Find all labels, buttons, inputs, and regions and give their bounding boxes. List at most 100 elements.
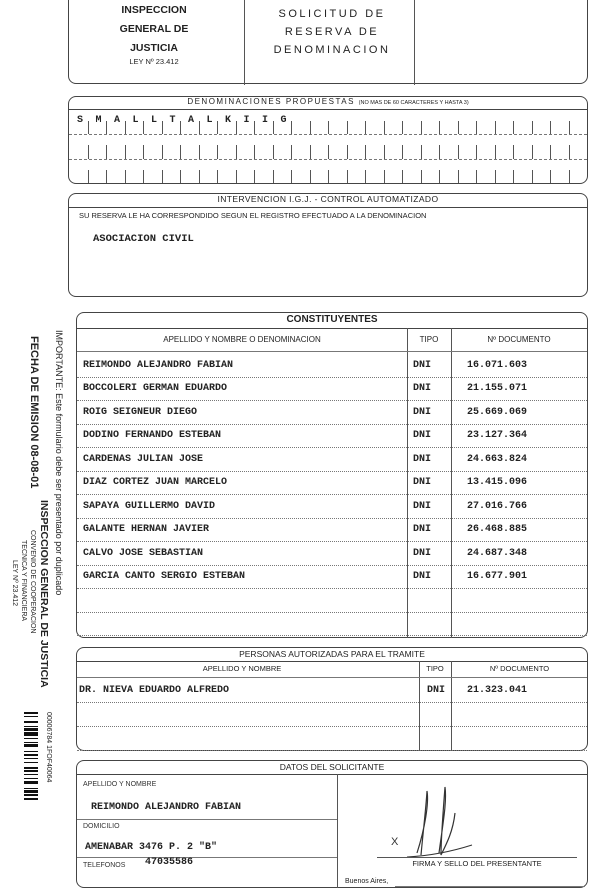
name-char: L (151, 115, 158, 126)
row-name: SAPAYA GUILLERMO DAVID (83, 500, 216, 512)
constituyentes-box: CONSTITUYENTES APELLIDO Y NOMBRE O DENOM… (76, 312, 588, 638)
side-agreement-2: TECNICA Y FINANCIERA (20, 540, 27, 622)
barcode-bar (24, 737, 38, 739)
row-name: DODINO FERNANDO ESTEBAN (83, 430, 222, 441)
row-name: CALVO JOSE SEBASTIAN (83, 547, 204, 559)
place-label: Buenos Aires, (345, 878, 389, 885)
barcode-bar (24, 761, 38, 764)
name-char: I (243, 115, 250, 126)
applicant-address: AMENABAR 3476 P. 2 "B" (85, 842, 218, 853)
row-name: DIAZ CORTEZ JUAN MARCELO (83, 477, 228, 488)
barcode-number: 00006784 1FOF40064 (45, 712, 52, 783)
phone-label: TELEFONOS (83, 862, 126, 869)
name-char: S (77, 115, 84, 126)
row-name: GARCIA CANTO SERGIO ESTEBAN (83, 571, 246, 582)
name-char: M (95, 115, 102, 126)
autorizadas-box: PERSONAS AUTORIZADAS PARA EL TRAMITE APE… (76, 647, 588, 751)
autorizadas-col-name: APELLIDO Y NOMBRE (202, 664, 282, 673)
row-doc: 21.155.071 (467, 383, 528, 394)
col-name-header: APELLIDO Y NOMBRE O DENOMINACION (163, 335, 321, 344)
row-doc: 25.669.069 (467, 406, 528, 418)
solicitante-title: DATOS DEL SOLICITANTE (77, 762, 587, 775)
org-name: INSPECCION GENERAL DE JUSTICIA (119, 4, 189, 54)
row-doc: 26.468.885 (467, 524, 528, 535)
row-doc: 23.127.364 (467, 430, 528, 441)
barcode-bar (24, 725, 38, 727)
row-name: BOCCOLERI GERMAN EDUARDO (83, 383, 228, 394)
name-char: G (280, 115, 287, 126)
row-doc: 21.323.041 (467, 685, 528, 696)
barcode-bar (24, 716, 38, 718)
form-title: SOLICITUD DE RESERVA DE DENOMINACION (273, 8, 391, 56)
law-reference: LEY Nº 23.412 (129, 57, 179, 66)
applicant-name: REIMONDO ALEJANDRO FABIAN (91, 802, 242, 813)
barcode-bar (24, 732, 38, 736)
name-char: L (206, 115, 213, 126)
side-law: LEY Nº 23.412 (11, 560, 18, 607)
barcode-bar (24, 712, 38, 715)
name-char: I (262, 115, 269, 126)
row-doc: 16.071.603 (467, 359, 528, 371)
name-label: APELLIDO Y NOMBRE (83, 781, 157, 788)
barcode-bar (24, 728, 38, 731)
igj-title: INTERVENCION I.G.J. - CONTROL AUTOMATIZA… (69, 194, 587, 208)
side-agreement: CONVENIO DE COOPERACION (29, 530, 36, 634)
col-doc-header: Nº DOCUMENTO (487, 335, 551, 344)
row-name: CARDENAS JULIAN JOSE (83, 453, 204, 465)
autorizadas-col-type: TIPO (426, 664, 444, 673)
autorizadas-rows: DR. NIEVA EDUARDO ALFREDO DNI 21.323.041 (77, 678, 587, 751)
row-type: DNI (413, 453, 432, 465)
autorizadas-col-doc: Nº DOCUMENTO (489, 664, 550, 673)
barcode-bar (24, 741, 38, 743)
barcode-bar (24, 721, 38, 723)
col-type-header: TIPO (419, 335, 439, 344)
solicitante-box: DATOS DEL SOLICITANTE APELLIDO Y NOMBRE … (76, 760, 588, 888)
row-name: REIMONDO ALEJANDRO FABIAN (83, 359, 234, 371)
name-char: K (225, 115, 232, 126)
name-char: A (114, 115, 121, 126)
row-type: DNI (413, 383, 432, 394)
side-important-note: IMPORTANTE: Este formulario debe ser pre… (54, 330, 64, 596)
row-type: DNI (413, 500, 432, 512)
barcode-bar (24, 770, 38, 773)
autorizadas-title: PERSONAS AUTORIZADAS PARA EL TRAMITE (77, 649, 587, 662)
row-name: ROIG SEIGNEUR DIEGO (83, 406, 198, 418)
igj-box: INTERVENCION I.G.J. - CONTROL AUTOMATIZA… (68, 193, 588, 297)
reserved-denomination: ASOCIACION CIVIL (93, 233, 194, 245)
row-doc: 27.016.766 (467, 500, 528, 512)
barcode-bar (24, 751, 38, 753)
row-type: DNI (413, 477, 432, 488)
barcode-bar (24, 794, 38, 796)
row-doc: 24.687.348 (467, 547, 528, 559)
side-org-line: INSPECCION GENERAL DE JUSTICIA (38, 500, 50, 688)
name-char: T (169, 115, 176, 126)
barcode-bar (24, 744, 38, 747)
row-doc: 16.677.901 (467, 571, 528, 582)
barcode-bar (24, 790, 38, 793)
barcode-bar (24, 798, 38, 800)
barcode-bar (24, 787, 38, 789)
barcode-bar (24, 757, 38, 760)
row-name: DR. NIEVA EDUARDO ALFREDO (79, 685, 230, 696)
row-type: DNI (413, 359, 432, 371)
row-doc: 13.415.096 (467, 477, 528, 488)
row-doc: 24.663.824 (467, 453, 528, 465)
proposed-names-box: DENOMINACIONES PROPUESTAS (NO MAS DE 60 … (68, 96, 588, 184)
side-issue-date: FECHA DE EMISION 08-08-01 (28, 336, 40, 489)
proposed-note: (NO MAS DE 60 CARACTERES Y HASTA 3) (358, 100, 469, 106)
address-label: DOMICILIO (83, 823, 120, 830)
row-type: DNI (413, 430, 432, 441)
applicant-phone: 47035586 (145, 857, 194, 868)
signature-label: FIRMA Y SELLO DEL PRESENTANTE (377, 857, 577, 868)
barcode-bar (24, 767, 38, 769)
barcode-bar (24, 780, 38, 785)
header-box: INSPECCION GENERAL DE JUSTICIA LEY Nº 23… (68, 0, 588, 85)
row-type: DNI (413, 571, 432, 582)
row-name: GALANTE HERNAN JAVIER (83, 524, 210, 535)
row-type: DNI (427, 685, 446, 696)
name-char: L (132, 115, 139, 126)
name-char: A (188, 115, 195, 126)
row-type: DNI (413, 547, 432, 559)
